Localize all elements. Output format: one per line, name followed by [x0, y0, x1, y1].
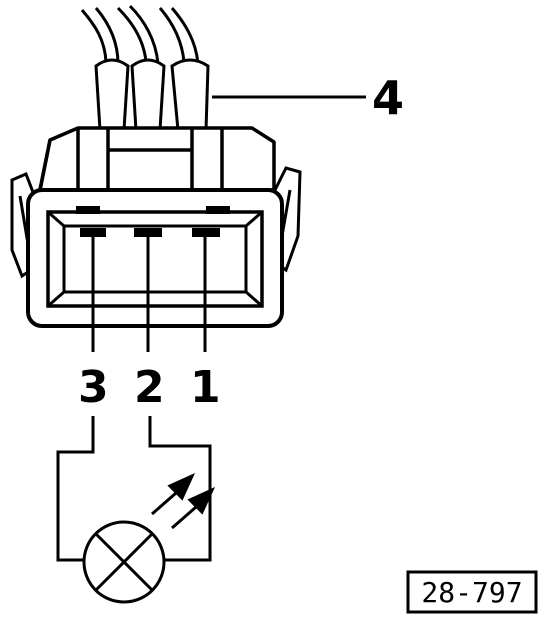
pin-label-2: 2: [134, 362, 165, 413]
pin-label-1: 1: [190, 362, 221, 413]
figure-reference-text: 28-797: [421, 576, 522, 609]
circuit-wiring: [56, 416, 212, 562]
lamp-symbol: [82, 520, 166, 604]
pin-label-3: 3: [78, 362, 109, 413]
emission-arrows-icon: [151, 472, 216, 530]
connector-face: [26, 188, 284, 328]
wire-boots: [94, 58, 210, 132]
pin-leader-lines: [91, 236, 207, 352]
connector-housing-rear: [38, 126, 276, 192]
contact-pins: [76, 206, 230, 237]
figure-reference: 28-797: [406, 570, 538, 614]
callout-label: 4: [372, 71, 404, 125]
wire-bundle: [80, 4, 200, 65]
